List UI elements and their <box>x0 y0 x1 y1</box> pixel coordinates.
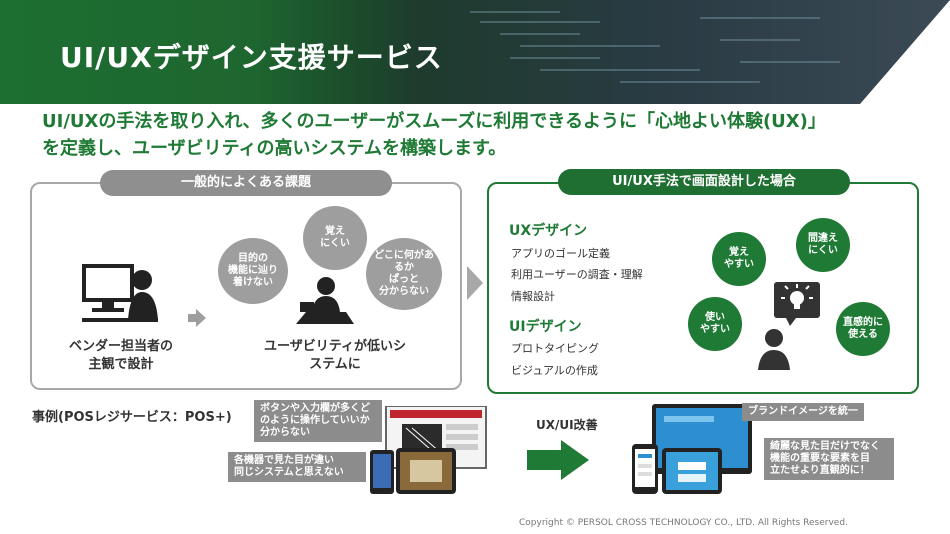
panel-arrow-icon <box>467 266 483 300</box>
benefit-bubble-1-line-2: やすい <box>724 259 754 270</box>
benefit-bubble-4-line-1: 直感的に <box>843 317 883 328</box>
note-devices-line-1: 各機器で見た目が違い <box>234 455 334 466</box>
note-before: ボタンや入力欄が多くど のように操作していいか 分からない <box>254 400 382 442</box>
benefit-bubble-3-line-2: やすい <box>700 324 730 335</box>
system-caption-line-1: ユーザビリティが低いシ <box>264 339 406 354</box>
common-issues-pill: 一般的によくある課題 <box>100 170 392 196</box>
note-devices-line-2: 同じシステムと思えない <box>234 467 344 478</box>
arrow-right-icon <box>188 309 206 327</box>
vendor-caption-line-2: 主観で設計 <box>88 357 154 372</box>
vendor-computer-icon <box>82 264 158 322</box>
ux-item-3: 情報設計 <box>511 290 555 303</box>
issue-bubble-2-line-2: にくい <box>320 238 350 249</box>
system-caption: ユーザビリティが低いシ ステムに <box>246 338 424 374</box>
issue-bubble-3: どこに何があ るか ぱっと 分からない <box>366 238 442 310</box>
ui-design-title: UIデザイン <box>509 319 582 335</box>
header-corner-cut <box>860 0 950 104</box>
issue-bubble-3-line-1: どこに何があ <box>374 250 434 261</box>
note-after-line-2: 機能の重要な要素を目 <box>770 453 870 464</box>
uiux-solution-pill: UI/UX手法で画面設計した場合 <box>558 169 850 195</box>
ui-item-1: プロトタイピング <box>511 342 599 355</box>
ui-item-2: ビジュアルの作成 <box>511 364 598 377</box>
benefit-bubble-3: 使い やすい <box>688 297 742 351</box>
benefit-bubble-2: 間違え にくい <box>796 218 850 272</box>
lead-line-2: を定義し、ユーザビリティの高いシステムを構築します。 <box>42 138 507 159</box>
header-banner: UI/UXデザイン支援サービス <box>0 0 950 104</box>
issue-bubble-3-line-4: 分からない <box>378 286 429 297</box>
note-after-line-3: 立たせより直観的に！ <box>770 465 870 476</box>
benefit-bubble-3-line-1: 使い <box>705 312 725 323</box>
issue-bubble-1: 目的の 機能に辿り 着けない <box>218 238 288 304</box>
vendor-caption-line-1: ベンダー担当者の <box>68 339 173 354</box>
header-green-band <box>0 0 420 104</box>
benefit-bubble-4-line-2: 使える <box>848 329 878 340</box>
lightbulb-user-icon <box>758 282 820 370</box>
page-title: UI/UXデザイン支援サービス <box>60 41 443 74</box>
before-screens-image <box>370 406 487 494</box>
copyright: Copyright © PERSOL CROSS TECHNOLOGY CO.,… <box>519 518 848 528</box>
ux-item-2: 利用ユーザーの調査・理解 <box>511 268 643 281</box>
case-label: 事例(POSレジサービス：POS+) <box>32 410 232 425</box>
vendor-caption: ベンダー担当者の 主観で設計 <box>52 338 190 374</box>
issue-bubble-2-line-1: 覚え <box>325 226 345 237</box>
issue-bubble-1-line-2: 機能に辿り <box>228 265 278 276</box>
benefit-bubble-1: 覚え やすい <box>712 232 766 286</box>
benefit-bubble-1-line-1: 覚え <box>729 247 749 258</box>
improve-label: UX/UI改善 <box>536 418 598 432</box>
confused-user-icon <box>296 277 354 324</box>
note-before-line-3: 分からない <box>260 427 310 438</box>
issue-bubble-3-line-2: るか <box>393 262 414 273</box>
lead-line-1: UI/UXの手法を取り入れ、多くのユーザーがスムーズに利用できるように「心地よい… <box>42 111 826 132</box>
system-caption-line-2: ステムに <box>309 357 361 372</box>
improve-arrow-icon <box>527 440 589 480</box>
note-brand: ブランドイメージを統一 <box>742 403 864 421</box>
benefit-bubble-4: 直感的に 使える <box>836 302 890 356</box>
lead-text: UI/UXの手法を取り入れ、多くのユーザーがスムーズに利用できるように「心地よい… <box>42 108 922 162</box>
note-before-line-2: のように操作していいか <box>260 415 370 426</box>
ux-design-title: UXデザイン <box>509 223 588 239</box>
issue-bubble-3-line-3: ぱっと <box>388 274 419 285</box>
benefit-bubble-2-line-2: にくい <box>808 245 838 256</box>
note-after: 綺麗な見た目だけでなく 機能の重要な要素を目 立たせより直観的に！ <box>764 438 894 480</box>
benefit-bubble-2-line-1: 間違え <box>808 233 838 244</box>
issue-bubble-1-line-1: 目的の <box>238 253 268 264</box>
ux-item-1: アプリのゴール定義 <box>511 247 610 260</box>
after-screens-image <box>632 404 752 494</box>
issue-bubble-1-line-3: 着けない <box>233 277 273 288</box>
note-after-line-1: 綺麗な見た目だけでなく <box>770 441 880 452</box>
note-before-line-1: ボタンや入力欄が多くど <box>260 403 370 414</box>
note-devices: 各機器で見た目が違い 同じシステムと思えない <box>228 452 366 482</box>
code-background <box>470 11 840 83</box>
note-brand-text: ブランドイメージを統一 <box>748 406 858 417</box>
issue-bubble-2: 覚え にくい <box>303 206 367 270</box>
